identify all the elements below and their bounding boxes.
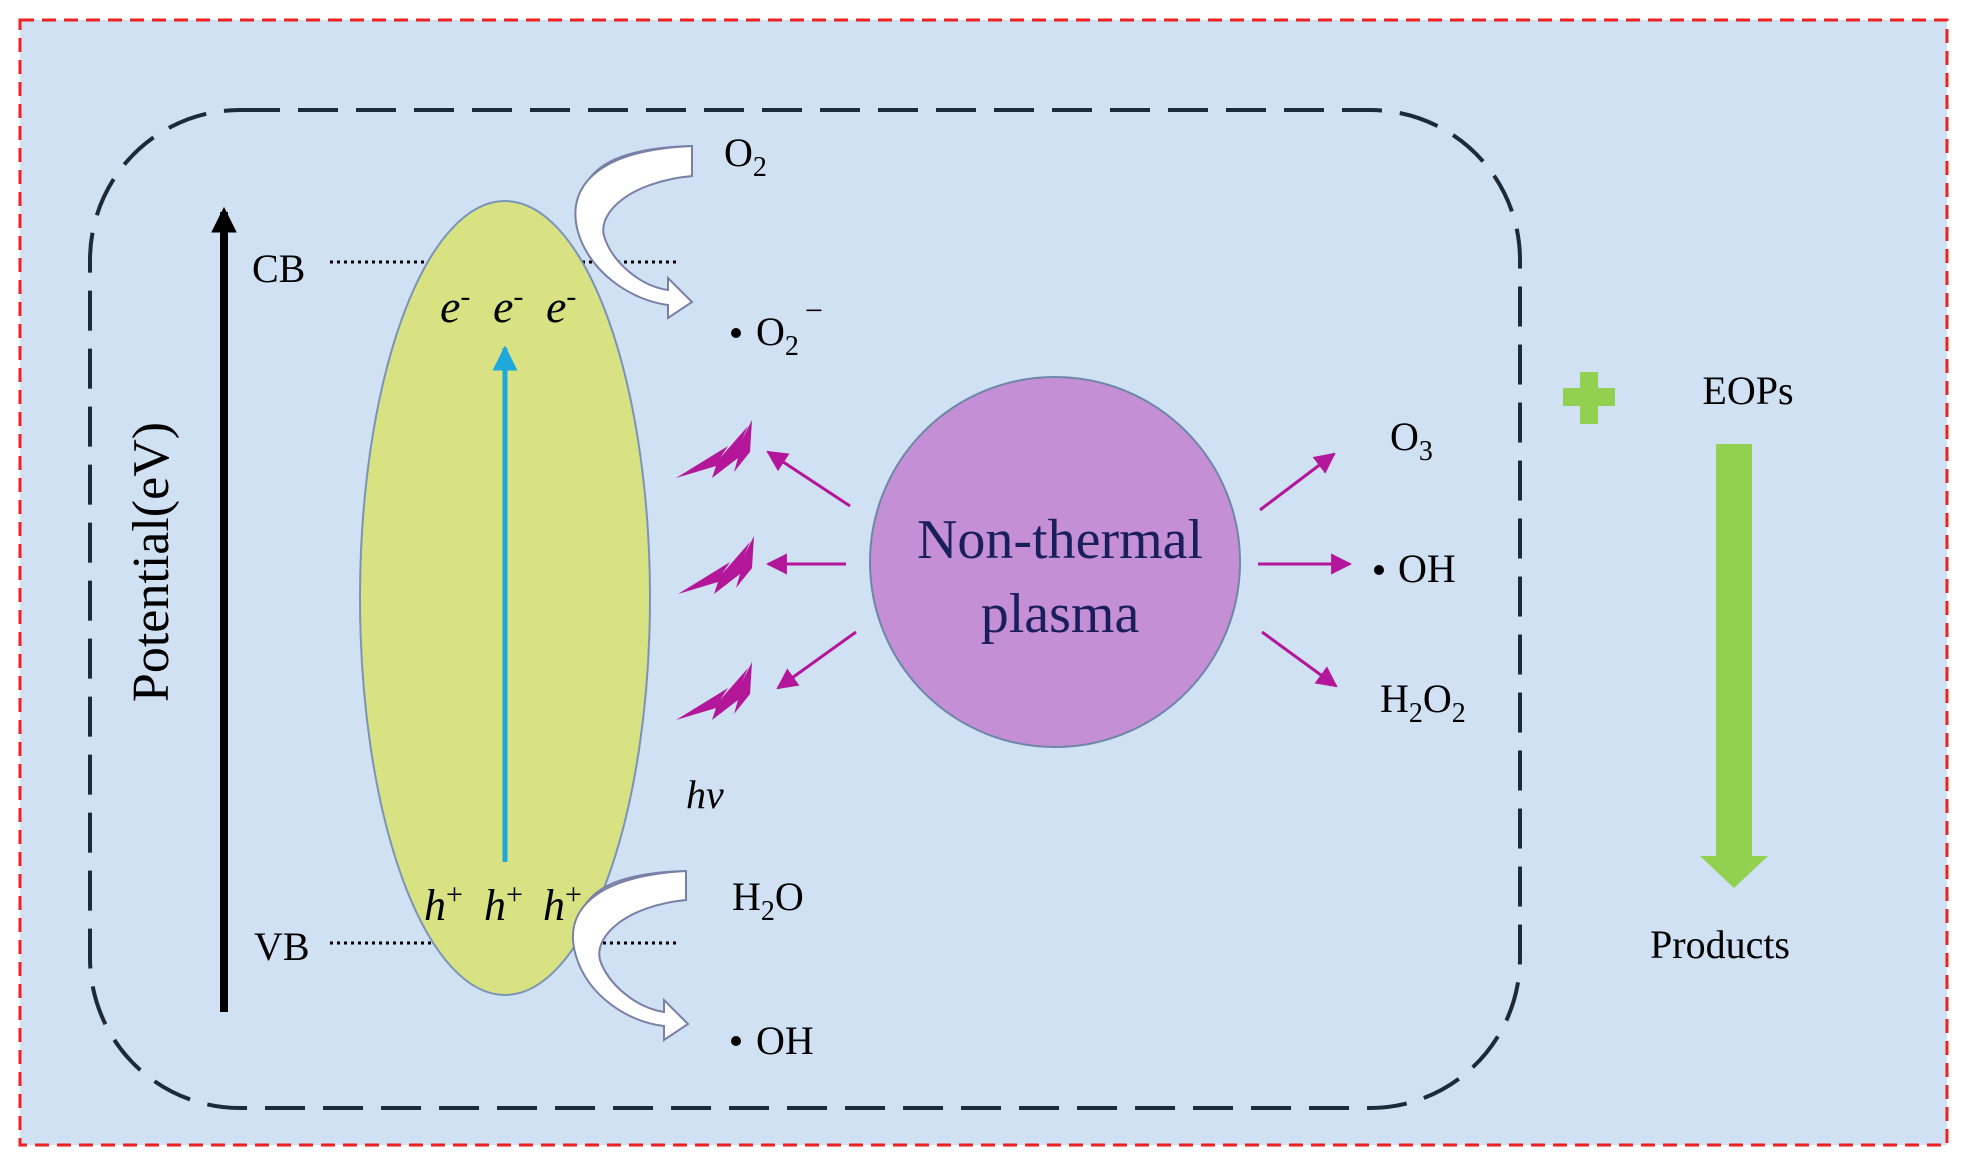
hv-label: hv [686, 772, 724, 817]
plus-icon [1563, 372, 1615, 424]
plasma-label-line2: plasma [981, 583, 1140, 645]
electron-1: e- [440, 280, 470, 332]
products-label: Products [1650, 922, 1790, 967]
o2-reactant: O2 [724, 130, 767, 183]
hole-3: h+ [543, 878, 582, 930]
bottom-curved-arrow [571, 869, 690, 1042]
electron-3: e- [546, 280, 576, 332]
h2o2-label: H2O2 [1380, 676, 1466, 729]
cb-label: CB [252, 246, 305, 291]
potential-axis-label: Potential(eV) [123, 422, 180, 702]
hole-group: h+ h+ h+ [424, 878, 582, 930]
h2o-reactant: H2O [732, 874, 804, 927]
vb-label: VB [254, 924, 310, 969]
hydroxyl-radical-dot-right [1374, 565, 1384, 575]
lightning-bolts [676, 420, 754, 720]
plasma-arrow-right-bottom [1261, 630, 1338, 688]
plasma-arrow-right-top [1259, 452, 1336, 512]
hydroxyl-product-bottom: OH [756, 1018, 814, 1063]
down-arrow-icon [1700, 444, 1768, 888]
ozone-label: O3 [1390, 414, 1433, 467]
eops-label: EOPs [1702, 368, 1793, 413]
hole-1: h+ [424, 878, 463, 930]
plasma-arrow-left-top [766, 450, 851, 508]
plasma-arrow-left-bottom [776, 630, 857, 690]
lightning-bolt-icon [678, 536, 754, 594]
plasma-label-line1: Non-thermal [917, 509, 1203, 571]
superoxide-radical-dot [731, 328, 741, 338]
electron-2: e- [493, 280, 523, 332]
superoxide-product: O2− [756, 292, 823, 362]
system-boundary [88, 108, 1522, 1110]
hydroxyl-radical-dot-bottom [731, 1036, 741, 1046]
electron-group: e- e- e- [440, 280, 576, 332]
lightning-bolt-icon [676, 662, 752, 720]
lightning-bolt-icon [676, 420, 752, 478]
hole-2: h+ [484, 878, 523, 930]
top-curved-arrow [574, 144, 694, 320]
plasma-circle [869, 376, 1241, 748]
hydroxyl-label-right: OH [1398, 546, 1456, 591]
